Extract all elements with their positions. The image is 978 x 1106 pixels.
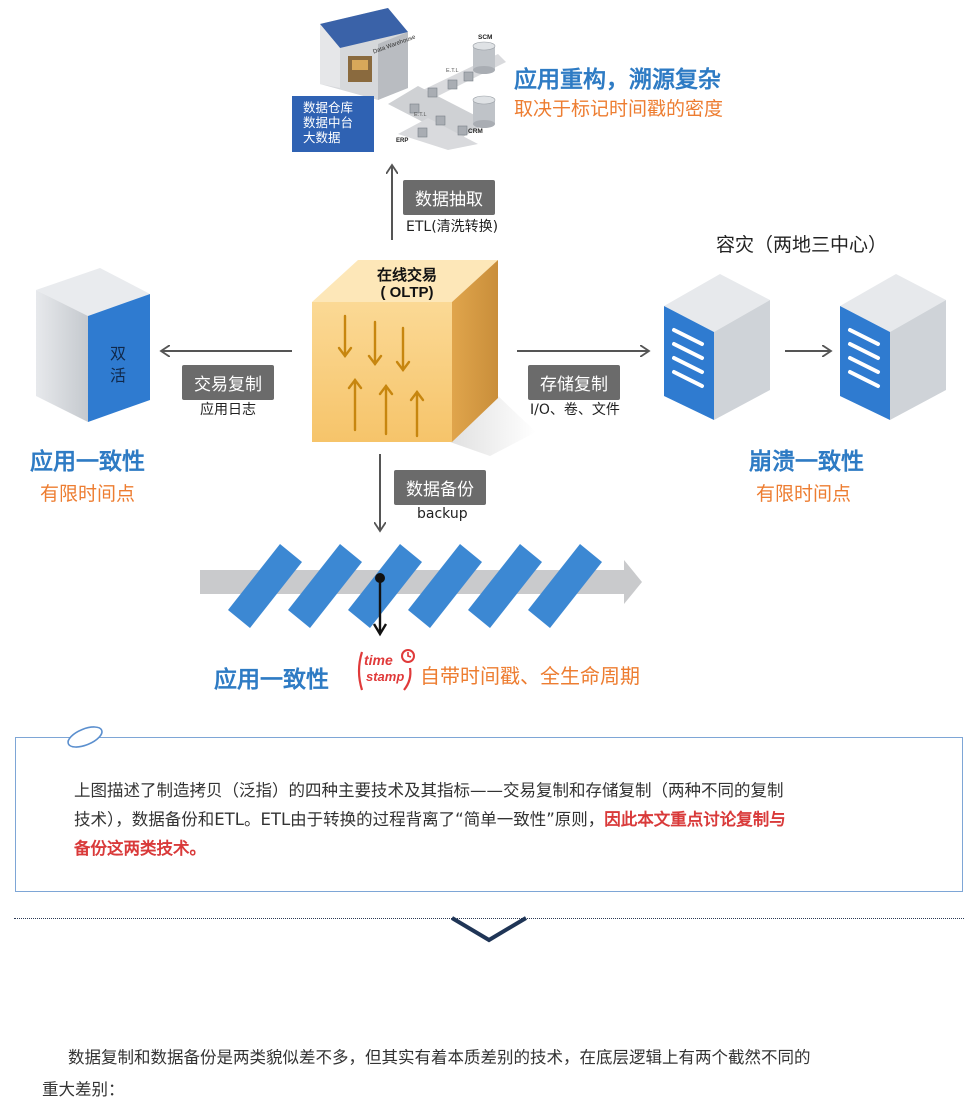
body-paragraph: 数据复制和数据备份是两类貌似差不多，但其实有着本质差别的技术，在底层逻辑上有两个… xyxy=(42,1042,952,1106)
oltp-title-line1: 在线交易 xyxy=(376,267,437,284)
connector-arrows xyxy=(0,0,978,700)
box-line-3: 大数据 xyxy=(303,130,341,145)
dr-server-1 xyxy=(662,272,772,422)
left-title: 应用一致性 xyxy=(30,449,145,475)
note-highlight-2: 备份这两类技术。 xyxy=(74,839,206,858)
top-title: 应用重构，溯源复杂 xyxy=(514,67,721,93)
left-arrow-sub: 应用日志 xyxy=(200,402,256,418)
timeline-graphic xyxy=(200,544,642,637)
server-icon xyxy=(36,268,150,422)
note-line-3: 备份这两类技术。 xyxy=(74,834,934,863)
box-line-2: 数据中台 xyxy=(303,115,354,130)
left-subtitle: 有限时间点 xyxy=(40,483,136,505)
warehouse-icon xyxy=(320,8,506,150)
extract-sub: ETL(清洗转换) xyxy=(406,219,499,235)
timestamp-badge: time stamp xyxy=(354,644,418,698)
right-arrow-sub: I/O、卷、文件 xyxy=(530,402,620,418)
chevron-down-icon xyxy=(450,916,528,943)
oltp-title-line2: ( OLTP) xyxy=(380,284,434,301)
stamp-text: 自带时间戳、全生命周期 xyxy=(420,664,640,688)
paragraph-line-1: 数据复制和数据备份是两类貌似差不多，但其实有着本质差别的技术，在底层逻辑上有两个… xyxy=(68,1048,811,1067)
backup-label: 数据备份 xyxy=(394,470,486,505)
box-line-1: 数据仓库 xyxy=(303,100,354,115)
stamp-line2: stamp xyxy=(366,669,405,684)
left-arrow-label: 交易复制 xyxy=(182,365,274,400)
crm-label: CRM xyxy=(468,128,483,135)
top-subtitle: 取决于标记时间戳的密度 xyxy=(514,98,724,120)
server-icon xyxy=(840,274,946,420)
etl-label-2: E.T.L xyxy=(414,112,427,118)
note-line-2-plain: 技术），数据备份和ETL。ETL由于转换的过程背离了“简单一致性”原则， xyxy=(74,810,605,829)
scm-label: SCM xyxy=(478,34,493,41)
right-subtitle: 有限时间点 xyxy=(756,483,852,505)
etl-label-1: E.T.L xyxy=(446,68,459,74)
oltp-cube: 在线交易 ( OLTP) xyxy=(300,256,540,456)
note-highlight-1: 因此本文重点讨论复制与 xyxy=(604,810,786,829)
bottom-title: 应用一致性 xyxy=(214,667,329,693)
right-arrow-label: 存储复制 xyxy=(528,365,620,400)
note-line-2: 技术），数据备份和ETL。ETL由于转换的过程背离了“简单一致性”原则，因此本文… xyxy=(74,805,934,834)
server-text: 双 活 xyxy=(109,346,126,385)
right-title: 崩溃一致性 xyxy=(749,449,864,475)
stamp-line1: time xyxy=(364,652,393,668)
paragraph-line-2: 重大差别： xyxy=(42,1080,125,1099)
data-warehouse-illustration: Data Warehouse SCM CRM ERP E.T.L E.T.L xyxy=(288,4,510,150)
leaf-icon xyxy=(67,726,103,748)
cube-icon xyxy=(312,260,536,456)
dr-server-2 xyxy=(838,272,948,422)
data-platform-box: 数据仓库 数据中台 大数据 xyxy=(292,96,374,152)
note-line-1: 上图描述了制造拷贝（泛指）的四种主要技术及其指标——交易复制和存储复制（两种不同… xyxy=(74,781,784,800)
dotted-divider xyxy=(14,918,964,919)
backup-timeline xyxy=(196,536,646,642)
note-text: 上图描述了制造拷贝（泛指）的四种主要技术及其指标——交易复制和存储复制（两种不同… xyxy=(74,776,934,863)
active-active-server: 双 活 xyxy=(34,266,152,426)
erp-label: ERP xyxy=(396,138,409,144)
dr-heading: 容灾（两地三中心） xyxy=(716,234,888,256)
server-icon xyxy=(664,274,770,420)
backup-sub: backup xyxy=(417,506,468,522)
extract-label: 数据抽取 xyxy=(403,180,495,215)
time-stamp-icon xyxy=(357,649,415,691)
note-box xyxy=(15,737,963,892)
